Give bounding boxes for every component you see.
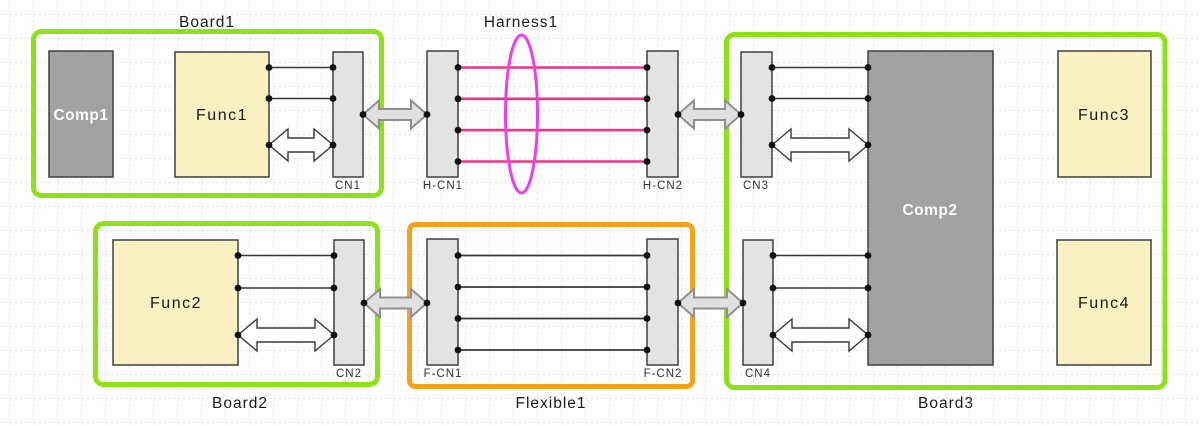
fcn2-label: F-CN2 (644, 368, 683, 380)
wire-endpoint-dot (737, 111, 745, 118)
wire-endpoint-dot (454, 95, 462, 103)
comp2-box[interactable] (867, 50, 994, 366)
board1-label: Board1 (179, 14, 235, 31)
wire-endpoint-dot (265, 141, 273, 149)
wire-endpoint-dot (769, 284, 777, 292)
wire-endpoint-dot (423, 299, 431, 307)
func1-box[interactable] (174, 51, 270, 178)
flexible1-label: Flexible1 (515, 395, 586, 412)
wire-endpoint-dot (454, 283, 462, 291)
comp2-label: Comp2 (902, 202, 957, 219)
wire-endpoint-dot (454, 64, 462, 71)
wire-endpoint-dot (643, 315, 651, 322)
wire-endpoint-dot (454, 158, 462, 165)
hcn1-box[interactable] (426, 50, 459, 178)
wire-endpoint-dot (769, 252, 777, 259)
wire-endpoint-dot (864, 95, 872, 102)
wire-endpoint-dot (643, 252, 651, 259)
wire-endpoint-dot (643, 64, 651, 71)
wire-endpoint-dot (330, 331, 338, 339)
hcn2-box[interactable] (646, 50, 679, 178)
fcn2-box[interactable] (646, 238, 679, 366)
hcn2-label: H-CN2 (643, 180, 683, 192)
cn3-label: CN3 (743, 180, 769, 192)
wire-endpoint-dot (329, 141, 337, 149)
wire-endpoint-dot (768, 95, 776, 102)
func1-label: Func1 (196, 107, 248, 124)
comp1-label: Comp1 (53, 107, 108, 124)
cn1-box[interactable] (332, 51, 364, 178)
wire-endpoint-dot (454, 346, 462, 354)
harness1-ellipse[interactable] (504, 33, 539, 195)
cn1-label: CN1 (335, 180, 361, 192)
cn2-label: CN2 (336, 368, 362, 380)
wire-endpoint-dot (329, 95, 337, 102)
wire-endpoint-dot (330, 284, 338, 292)
wire-endpoint-dot (768, 141, 776, 149)
cn4-box[interactable] (742, 239, 774, 366)
wire-endpoint-dot (864, 284, 872, 292)
wire-endpoint-dot (769, 331, 777, 339)
func2-label: Func2 (150, 295, 202, 312)
wire-endpoint-dot (454, 126, 462, 134)
hcn1-label: H-CN1 (423, 180, 463, 192)
wire-endpoint-dot (423, 111, 431, 118)
wire-endpoint-dot (643, 346, 651, 354)
board3-label: Board3 (918, 395, 974, 412)
comp1-box[interactable] (48, 50, 114, 178)
wire-endpoint-dot (360, 299, 368, 307)
wire-endpoint-dot (234, 252, 242, 259)
func2-box[interactable] (112, 239, 239, 366)
wire-endpoint-dot (359, 111, 367, 118)
wire-endpoint-dot (454, 315, 462, 322)
wire-endpoint-dot (265, 64, 273, 71)
cn3-box[interactable] (740, 51, 773, 178)
func3-box[interactable] (1057, 50, 1152, 178)
wire-endpoint-dot (739, 299, 747, 307)
wire-endpoint-dot (643, 95, 651, 103)
wire-endpoint-dot (329, 64, 337, 71)
wire-endpoint-dot (643, 158, 651, 165)
board3-outline[interactable] (724, 32, 1168, 390)
wire-endpoint-dot (674, 299, 682, 307)
harness1-label: Harness1 (484, 14, 558, 31)
wire-endpoint-dot (643, 283, 651, 291)
wire-endpoint-dot (265, 95, 273, 102)
wire-endpoint-dot (864, 331, 872, 339)
func4-label: Func4 (1078, 295, 1130, 312)
wire-endpoint-dot (864, 252, 872, 259)
wire-endpoint-dot (643, 126, 651, 134)
wire-endpoint-dot (864, 64, 872, 71)
wire-endpoint-dot (330, 252, 338, 259)
wire-endpoint-dot (864, 141, 872, 149)
board2-label: Board2 (212, 395, 268, 412)
cn4-label: CN4 (745, 368, 771, 380)
wire-endpoint-dot (454, 252, 462, 259)
wire-endpoint-dot (234, 284, 242, 292)
func3-label: Func3 (1078, 107, 1130, 124)
fcn1-box[interactable] (426, 238, 459, 366)
fcn1-label: F-CN1 (424, 368, 463, 380)
func4-box[interactable] (1056, 239, 1152, 366)
wire-endpoint-dot (674, 111, 682, 118)
cn2-box[interactable] (333, 239, 365, 366)
wire-endpoint-dot (234, 331, 242, 339)
wire-endpoint-dot (768, 64, 776, 71)
